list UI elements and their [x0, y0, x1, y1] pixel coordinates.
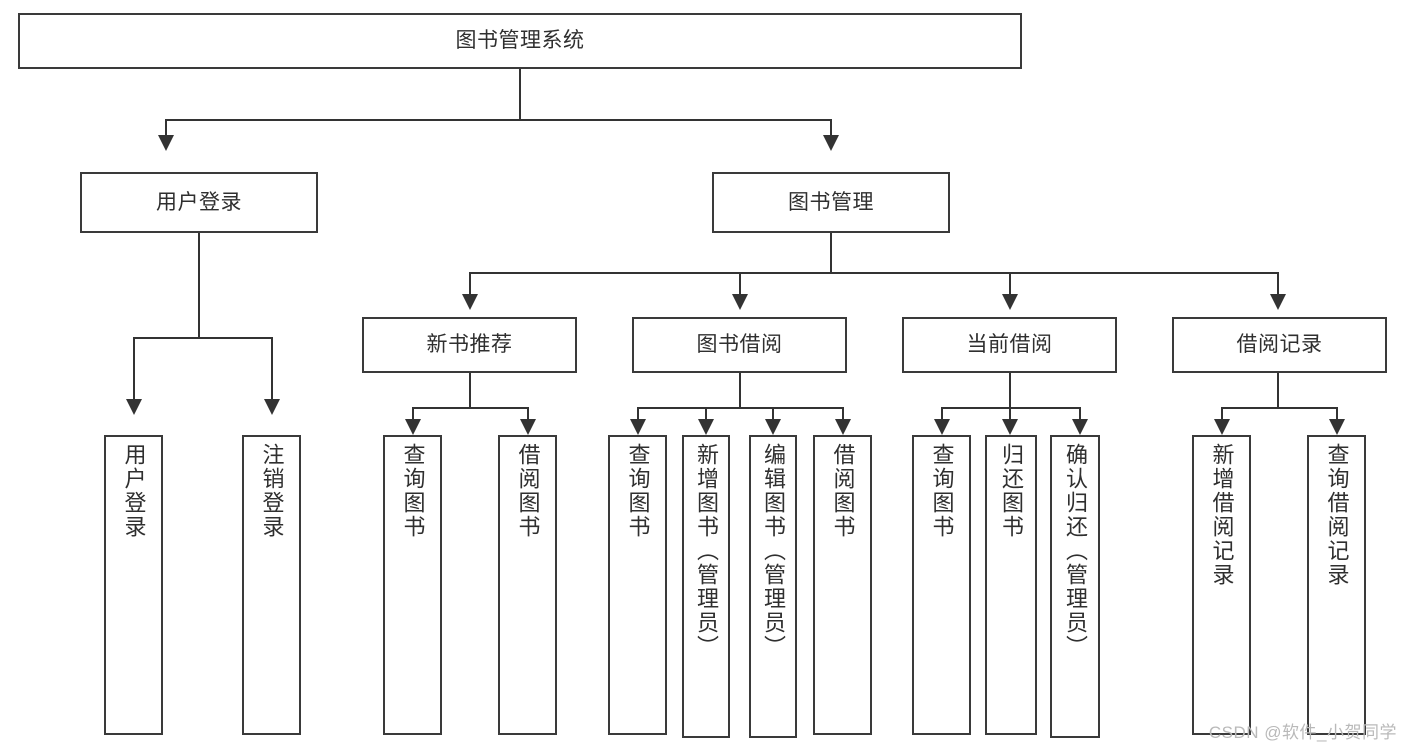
connector-root-stem [519, 69, 521, 120]
connector-book-manage-leg-1 [469, 272, 471, 296]
arrow-to-new-book-leaf-1 [405, 419, 421, 435]
leaf-borrow-add-book[interactable]: 新增图书（管理员） [682, 435, 730, 738]
connector-root-leg-2 [830, 119, 832, 137]
connector-new-book-stem [469, 373, 471, 408]
connector-book-borrow-leg-1 [637, 407, 639, 421]
connector-current-borrow-leg-1 [941, 407, 943, 421]
leaf-new-book-borrow[interactable]: 借阅图书 [498, 435, 557, 735]
leaf-logout[interactable]: 注销登录 [242, 435, 301, 735]
arrow-to-leaf-logout [264, 399, 280, 415]
connector-new-book-bus [412, 407, 529, 409]
node-label: 归还图书 [998, 443, 1024, 539]
arrow-to-book-borrow-leaf-1 [630, 419, 646, 435]
leaf-borrow-edit-book[interactable]: 编辑图书（管理员） [749, 435, 797, 738]
connector-book-manage-leg-2 [739, 272, 741, 296]
node-label: 图书借阅 [696, 333, 783, 357]
node-label: 新增图书（管理员） [693, 443, 719, 659]
arrow-to-user-login [158, 135, 174, 151]
arrow-to-book-borrow-leaf-4 [835, 419, 851, 435]
node-label: 查询图书 [625, 443, 651, 539]
node-label: 查询图书 [400, 443, 426, 539]
arrow-to-current-borrow [1002, 294, 1018, 310]
connector-root-bus [165, 119, 832, 121]
node-user-login[interactable]: 用户登录 [80, 172, 318, 233]
arrow-to-book-borrow-leaf-2 [698, 419, 714, 435]
connector-root-leg-1 [165, 119, 167, 137]
connector-book-borrow-bus [637, 407, 844, 409]
arrow-to-leaf-user-login [126, 399, 142, 415]
node-label: 新书推荐 [426, 333, 513, 357]
leaf-current-confirm-return[interactable]: 确认归还（管理员） [1050, 435, 1100, 738]
connector-borrow-record-stem [1277, 373, 1279, 408]
node-label: 当前借阅 [966, 333, 1053, 357]
arrow-to-borrow-record-leaf-2 [1329, 419, 1345, 435]
node-label: 查询借阅记录 [1324, 443, 1350, 587]
arrow-to-book-manage [823, 135, 839, 151]
connector-user-login-stem [198, 233, 200, 338]
connector-book-borrow-leg-2 [705, 407, 707, 421]
arrow-to-current-borrow-leaf-1 [934, 419, 950, 435]
node-label: 图书管理系统 [455, 29, 585, 53]
node-label: 新增借阅记录 [1209, 443, 1235, 587]
leaf-record-add[interactable]: 新增借阅记录 [1192, 435, 1251, 735]
connector-user-login-bus [133, 337, 273, 339]
connector-borrow-record-bus [1221, 407, 1338, 409]
node-label: 图书管理 [788, 190, 874, 214]
leaf-user-login[interactable]: 用户登录 [104, 435, 163, 735]
leaf-record-query[interactable]: 查询借阅记录 [1307, 435, 1366, 735]
node-label: 借阅记录 [1236, 333, 1323, 357]
node-label: 查询图书 [929, 443, 955, 539]
arrow-to-borrow-record-leaf-1 [1214, 419, 1230, 435]
csdn-watermark: CSDN @软件_小贺同学 [1208, 723, 1397, 742]
connector-current-borrow-stem [1009, 373, 1011, 408]
connector-current-borrow-leg-2 [1009, 407, 1011, 421]
node-label: 用户登录 [121, 443, 147, 539]
connector-borrow-record-leg-1 [1221, 407, 1223, 421]
node-book-borrow[interactable]: 图书借阅 [632, 317, 847, 373]
leaf-new-book-query[interactable]: 查询图书 [383, 435, 442, 735]
arrow-to-current-borrow-leaf-3 [1072, 419, 1088, 435]
node-new-book-recommend[interactable]: 新书推荐 [362, 317, 577, 373]
leaf-borrow-borrow-book[interactable]: 借阅图书 [813, 435, 872, 735]
node-root-system[interactable]: 图书管理系统 [18, 13, 1022, 69]
connector-book-borrow-leg-3 [772, 407, 774, 421]
connector-borrow-record-leg-2 [1336, 407, 1338, 421]
node-book-manage[interactable]: 图书管理 [712, 172, 950, 233]
leaf-current-return-book[interactable]: 归还图书 [985, 435, 1037, 735]
node-label: 注销登录 [259, 443, 285, 539]
connector-book-manage-bus [469, 272, 1279, 274]
arrow-to-book-borrow-leaf-3 [765, 419, 781, 435]
node-label: 用户登录 [156, 190, 242, 214]
connector-user-login-leg-2 [271, 337, 273, 401]
arrow-to-new-book [462, 294, 478, 310]
arrow-to-current-borrow-leaf-2 [1002, 419, 1018, 435]
connector-book-manage-leg-3 [1009, 272, 1011, 296]
node-label: 编辑图书（管理员） [760, 443, 786, 659]
leaf-current-query-book[interactable]: 查询图书 [912, 435, 971, 735]
arrow-to-borrow-book [732, 294, 748, 310]
connector-user-login-leg-1 [133, 337, 135, 401]
leaf-borrow-query-book[interactable]: 查询图书 [608, 435, 667, 735]
connector-book-borrow-leg-4 [842, 407, 844, 421]
node-borrow-record[interactable]: 借阅记录 [1172, 317, 1387, 373]
node-label: 借阅图书 [515, 443, 541, 539]
connector-current-borrow-bus [941, 407, 1081, 409]
connector-book-borrow-stem [739, 373, 741, 408]
connector-book-manage-stem [830, 233, 832, 273]
node-label: 确认归还（管理员） [1062, 443, 1088, 659]
connector-current-borrow-leg-3 [1079, 407, 1081, 421]
arrow-to-borrow-record [1270, 294, 1286, 310]
node-current-borrow[interactable]: 当前借阅 [902, 317, 1117, 373]
arrow-to-new-book-leaf-2 [520, 419, 536, 435]
node-label: 借阅图书 [830, 443, 856, 539]
connector-book-manage-leg-4 [1277, 272, 1279, 296]
connector-new-book-leg-1 [412, 407, 414, 421]
connector-new-book-leg-2 [527, 407, 529, 421]
